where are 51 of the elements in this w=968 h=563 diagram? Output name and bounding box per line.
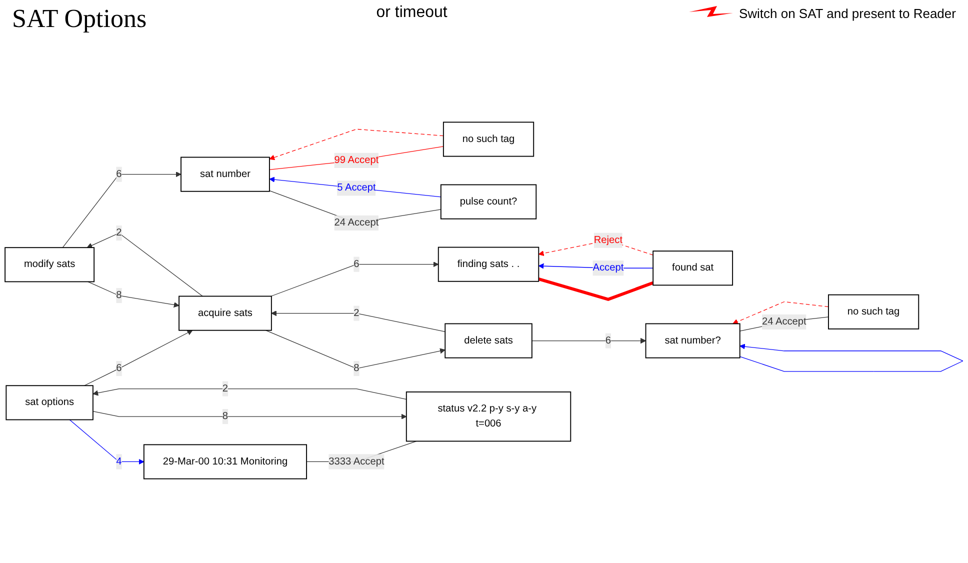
edge-label: 24 Accept bbox=[762, 316, 806, 328]
node-box: sat number bbox=[180, 156, 270, 192]
edge-label: 6 bbox=[354, 258, 360, 270]
edge-label: 8 bbox=[222, 410, 228, 422]
arrow bbox=[265, 330, 446, 369]
arrow bbox=[271, 310, 446, 332]
connector bbox=[269, 146, 444, 170]
node-box: sat number? bbox=[645, 323, 740, 358]
arrow bbox=[69, 419, 144, 465]
edge-label: 6 bbox=[605, 335, 612, 346]
edge-label: 3333 Accept bbox=[328, 456, 384, 467]
edge-label: 24 Accept bbox=[334, 217, 379, 228]
node-box: found sat bbox=[652, 250, 734, 286]
edge-label: 2 bbox=[354, 308, 360, 318]
note-text: or timeout bbox=[376, 4, 448, 21]
edge-label: 8 bbox=[116, 290, 122, 301]
edge-label: 6 bbox=[116, 362, 122, 374]
arrow bbox=[92, 388, 407, 400]
arrow bbox=[532, 338, 646, 344]
edge-label: 5 Accept bbox=[337, 182, 376, 194]
node-box: finding sats . . bbox=[438, 246, 540, 282]
edge-label: 2 bbox=[116, 227, 122, 238]
diagram-title: SAT Options bbox=[12, 4, 147, 34]
edge-label: Accept bbox=[592, 262, 624, 274]
arrow bbox=[86, 232, 203, 297]
node-box: sat options bbox=[6, 385, 94, 420]
edge-label: 8 bbox=[354, 362, 360, 374]
node-box: delete sats bbox=[444, 323, 532, 358]
edge-label: 2 bbox=[222, 383, 228, 394]
arrow bbox=[269, 128, 444, 160]
connector bbox=[538, 278, 654, 302]
arrow bbox=[92, 411, 407, 420]
arrow bbox=[88, 281, 180, 308]
edge-label: 4 bbox=[116, 456, 122, 467]
node-box: status v2.2 p-y s-y a-y t=006 bbox=[406, 391, 572, 442]
arrow bbox=[732, 301, 829, 324]
legend-text: Switch on SAT and present to Reader bbox=[738, 6, 956, 20]
node-box: 29-Mar-00 10:31 Monitoring bbox=[143, 444, 308, 480]
arrow bbox=[740, 344, 964, 372]
arrow bbox=[84, 330, 193, 386]
node-box: no such tag bbox=[828, 294, 920, 330]
edge-label: Reject bbox=[594, 234, 623, 246]
node-box: no such tag bbox=[442, 122, 534, 157]
node-box: pulse count? bbox=[440, 184, 537, 220]
edge-label: 6 bbox=[116, 168, 122, 180]
arrow bbox=[269, 176, 442, 198]
node-box: acquire sats bbox=[178, 296, 272, 331]
node-box: modify sats bbox=[4, 247, 95, 282]
edge-label: 99 Accept bbox=[334, 154, 379, 166]
arrow bbox=[62, 172, 182, 248]
arrow bbox=[270, 262, 439, 297]
